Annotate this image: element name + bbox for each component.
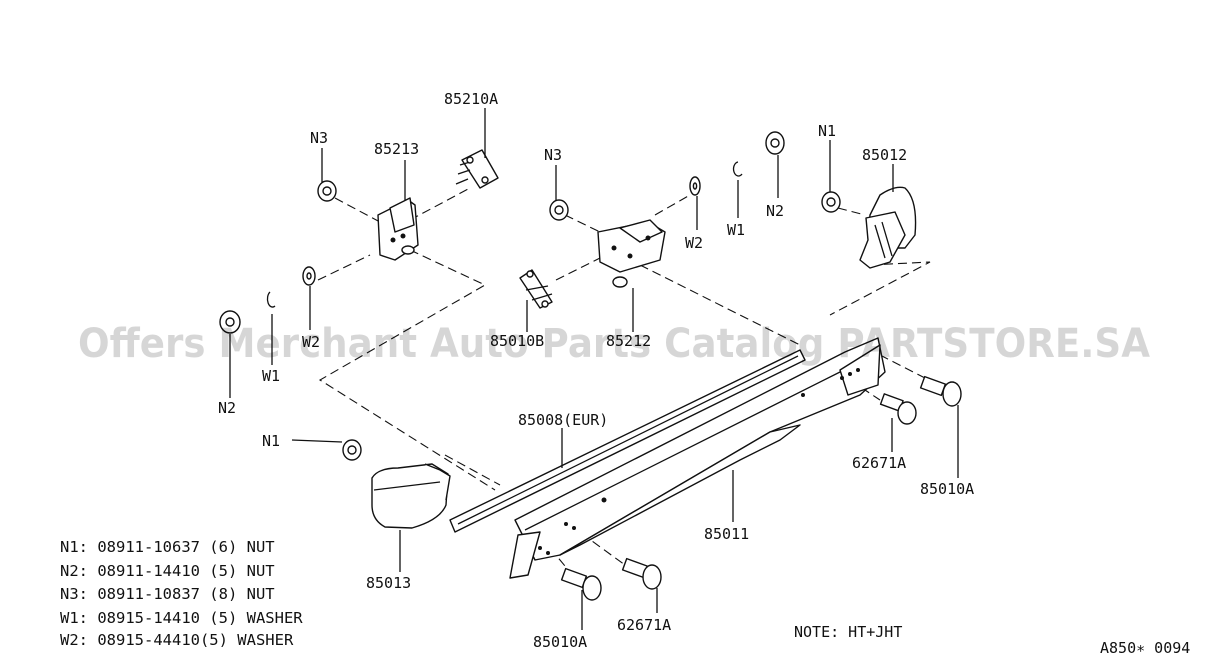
washer-w1-left xyxy=(266,291,276,308)
label-85010A-right: 85010A xyxy=(920,480,974,498)
bolts xyxy=(560,375,962,601)
label-85008: 85008(EUR) xyxy=(518,411,608,429)
nut-n3-left xyxy=(317,180,337,202)
leader-lines xyxy=(229,108,959,630)
label-w1-mid: W1 xyxy=(727,221,745,239)
callout-labels: 85210A 85213 N3 N3 N1 85012 W1 N2 W2 850… xyxy=(218,90,974,651)
label-85010B: 85010B xyxy=(490,332,544,350)
bolt-85010A-bottom xyxy=(560,567,602,601)
stud-plate-85010B xyxy=(519,269,553,309)
watermark: Offers Merchant Auto Parts Catalog PARTS… xyxy=(78,321,1150,367)
nut-n2-left xyxy=(219,310,241,334)
fastener-legend: N1: 08911-10637 (6) NUT N2: 08911-14410 … xyxy=(60,538,303,649)
side-bracket-85013 xyxy=(371,463,451,529)
figure-code: A850∗ 0094 xyxy=(1100,639,1190,657)
washer-w2-left xyxy=(302,266,316,286)
legend-line-n2: N2: 08911-14410 (5) NUT xyxy=(60,562,275,580)
label-85213: 85213 xyxy=(374,140,419,158)
label-w1-left: W1 xyxy=(262,367,280,385)
washer-w1-mid xyxy=(732,161,743,177)
label-85012: 85012 xyxy=(862,146,907,164)
bumper-armature-85011 xyxy=(509,337,886,579)
label-w2-mid: W2 xyxy=(685,234,703,252)
bolt-62671A-bottom xyxy=(621,557,662,590)
bumper-bar-85008 xyxy=(449,349,806,533)
label-85210A: 85210A xyxy=(444,90,498,108)
note-text: NOTE: HT+JHT xyxy=(794,623,902,641)
label-85013: 85013 xyxy=(366,574,411,592)
washer-w2-mid xyxy=(689,176,701,196)
nut-n1-left xyxy=(342,439,362,461)
bolt-85010A-right xyxy=(919,375,962,407)
legend-line-n3: N3: 08911-10837 (8) NUT xyxy=(60,585,275,603)
assembly-dashed-lines xyxy=(317,187,931,573)
label-85011: 85011 xyxy=(704,525,749,543)
label-w2-left: W2 xyxy=(302,333,320,351)
legend-line-w1: W1: 08915-14410 (5) WASHER xyxy=(60,609,303,627)
label-n3-mid: N3 xyxy=(544,146,562,164)
stay-85213 xyxy=(377,197,419,261)
legend-line-w2: W2: 08915-44410(5) WASHER xyxy=(60,631,294,649)
label-n1-right: N1 xyxy=(818,122,836,140)
label-n1-left: N1 xyxy=(262,432,280,450)
label-62671A-bottom: 62671A xyxy=(617,616,671,634)
label-85212: 85212 xyxy=(606,332,651,350)
nut-n1-right xyxy=(821,191,841,213)
label-n3-left: N3 xyxy=(310,129,328,147)
label-85010A-bottom: 85010A xyxy=(533,633,587,651)
fasteners xyxy=(219,131,841,461)
label-n2-left: N2 xyxy=(218,399,236,417)
stud-plate-85210A xyxy=(455,149,499,189)
label-62671A-right: 62671A xyxy=(852,454,906,472)
nut-n2-mid xyxy=(765,131,785,155)
nut-n3-mid xyxy=(549,199,569,221)
stay-85212 xyxy=(597,219,666,288)
label-n2-mid: N2 xyxy=(766,202,784,220)
bolt-62671A-right xyxy=(879,393,917,425)
legend-line-n1: N1: 08911-10637 (6) NUT xyxy=(60,538,275,556)
side-bracket-85012 xyxy=(859,186,917,269)
